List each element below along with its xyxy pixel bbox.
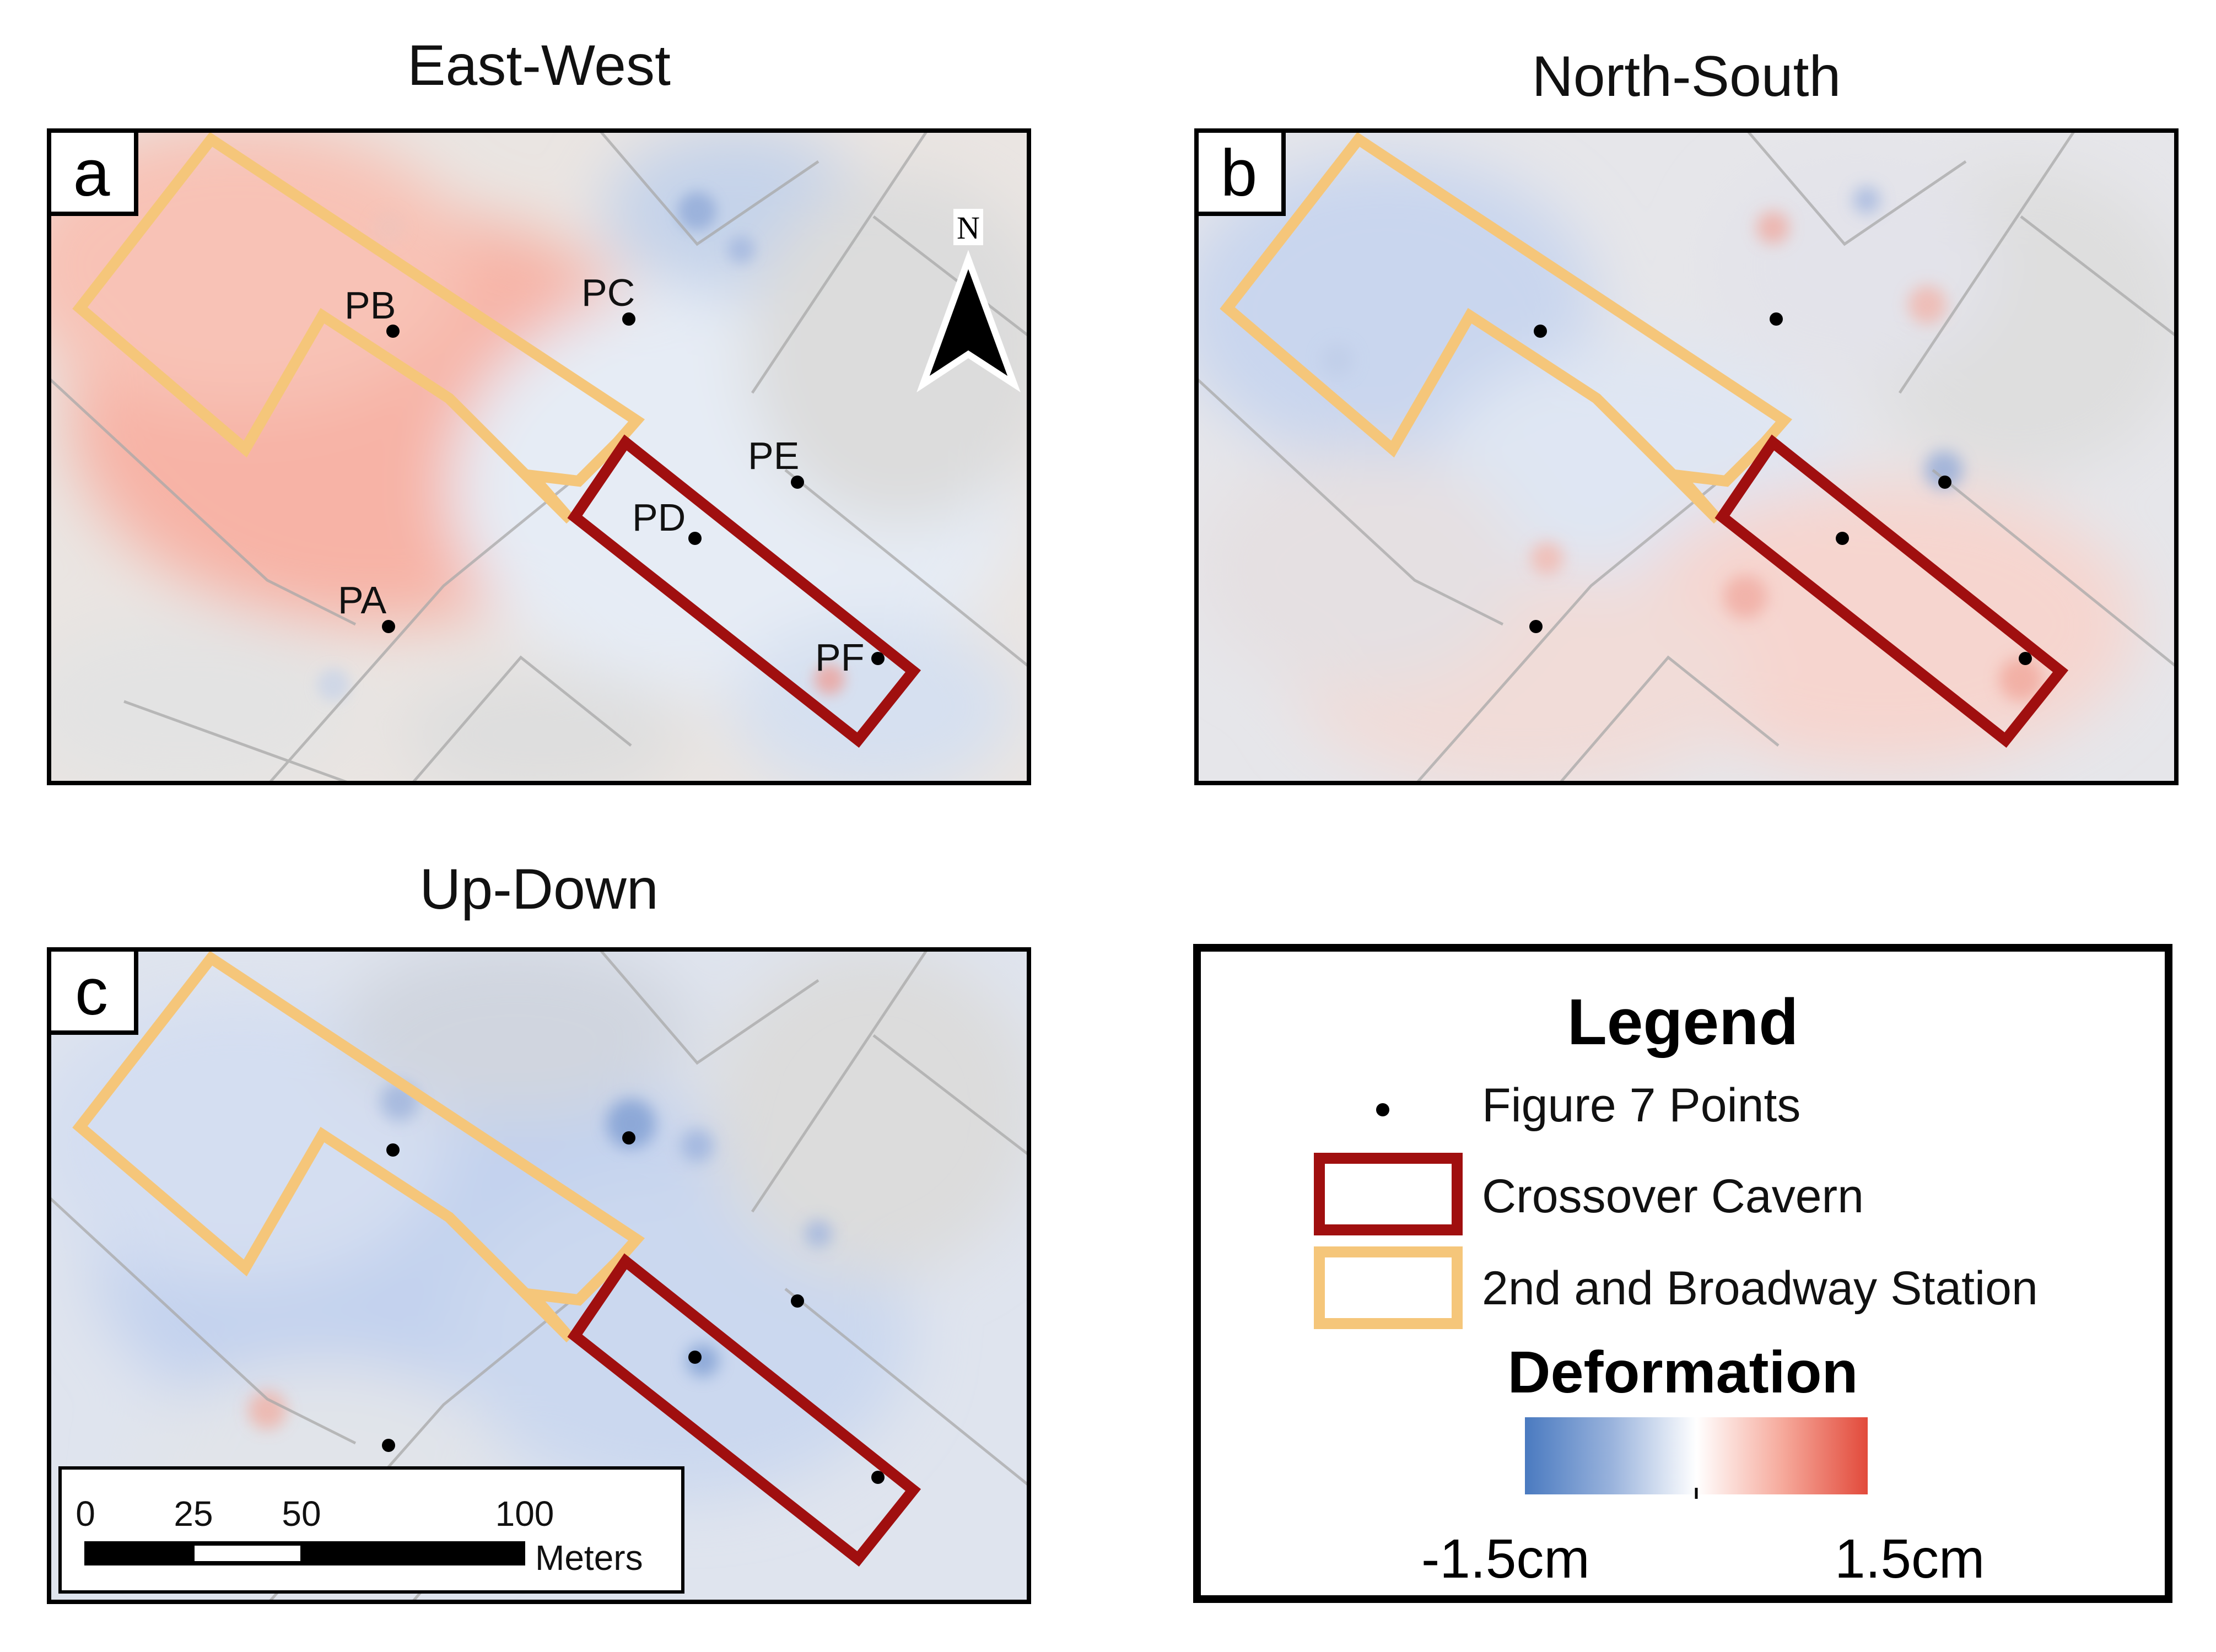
map-panel-east-west[interactable]: PA PB PC PD PE PF N a: [47, 128, 1031, 785]
label-pd: PD: [632, 496, 686, 539]
point-pe: [791, 476, 804, 489]
deformation-colorbar: [1525, 1417, 1868, 1499]
scale-bar: 0 25 50 100 Meters: [58, 1466, 684, 1594]
legend-point-symbol: [1376, 1103, 1389, 1116]
label-pe: PE: [748, 434, 799, 477]
label-pf: PF: [815, 636, 864, 679]
deformation-title: Deformation: [1507, 1338, 1858, 1405]
panel-letter-b: b: [1221, 136, 1258, 210]
point-pb: [386, 325, 400, 338]
colorbar-max-label: 1.5cm: [1835, 1528, 1985, 1590]
label-pa: PA: [338, 579, 386, 622]
cavern-outline: [567, 434, 921, 748]
scale-tick-0: 0: [76, 1494, 95, 1534]
cavern-outline-c: [567, 1253, 921, 1567]
panel-title-up-down: Up-Down: [419, 857, 659, 921]
colorbar-min-label: -1.5cm: [1421, 1528, 1590, 1590]
point-markers: [382, 312, 885, 665]
scale-tick-100: 100: [495, 1494, 554, 1534]
map-panel-north-south[interactable]: b: [1194, 128, 2179, 785]
label-pb: PB: [344, 284, 396, 327]
legend-item-station: 2nd and Broadway Station: [1482, 1262, 2038, 1315]
scale-unit: Meters: [535, 1538, 643, 1578]
scale-tick-25: 25: [174, 1494, 213, 1534]
scale-tick-50: 50: [282, 1494, 321, 1534]
point-pc: [622, 312, 635, 326]
legend-cavern-symbol: [1314, 1153, 1463, 1235]
map-panel-up-down[interactable]: 0 25 50 100 Meters c: [47, 947, 1031, 1604]
panel-letter-c: c: [75, 955, 108, 1029]
point-markers-b: [1529, 312, 2032, 665]
north-arrow: N: [916, 209, 1021, 392]
point-pd: [688, 532, 702, 545]
north-arrow-icon: [916, 250, 1021, 392]
point-pf: [871, 652, 885, 665]
legend-panel: Legend Figure 7 Points Crossover Cavern …: [1193, 944, 2172, 1603]
label-pc: PC: [581, 271, 635, 314]
point-pa: [382, 620, 395, 633]
legend-item-cavern: Crossover Cavern: [1482, 1170, 1864, 1223]
point-markers-c: [382, 1131, 885, 1484]
legend-item-points: Figure 7 Points: [1482, 1079, 1801, 1132]
panel-title-east-west: East-West: [407, 34, 671, 98]
cavern-outline-b: [1714, 434, 2069, 748]
panel-letter-a: a: [73, 136, 110, 210]
legend-title: Legend: [1567, 986, 1799, 1059]
north-arrow-label: N: [957, 210, 980, 246]
legend-station-symbol: [1314, 1246, 1463, 1329]
panel-title-north-south: North-South: [1532, 45, 1841, 109]
